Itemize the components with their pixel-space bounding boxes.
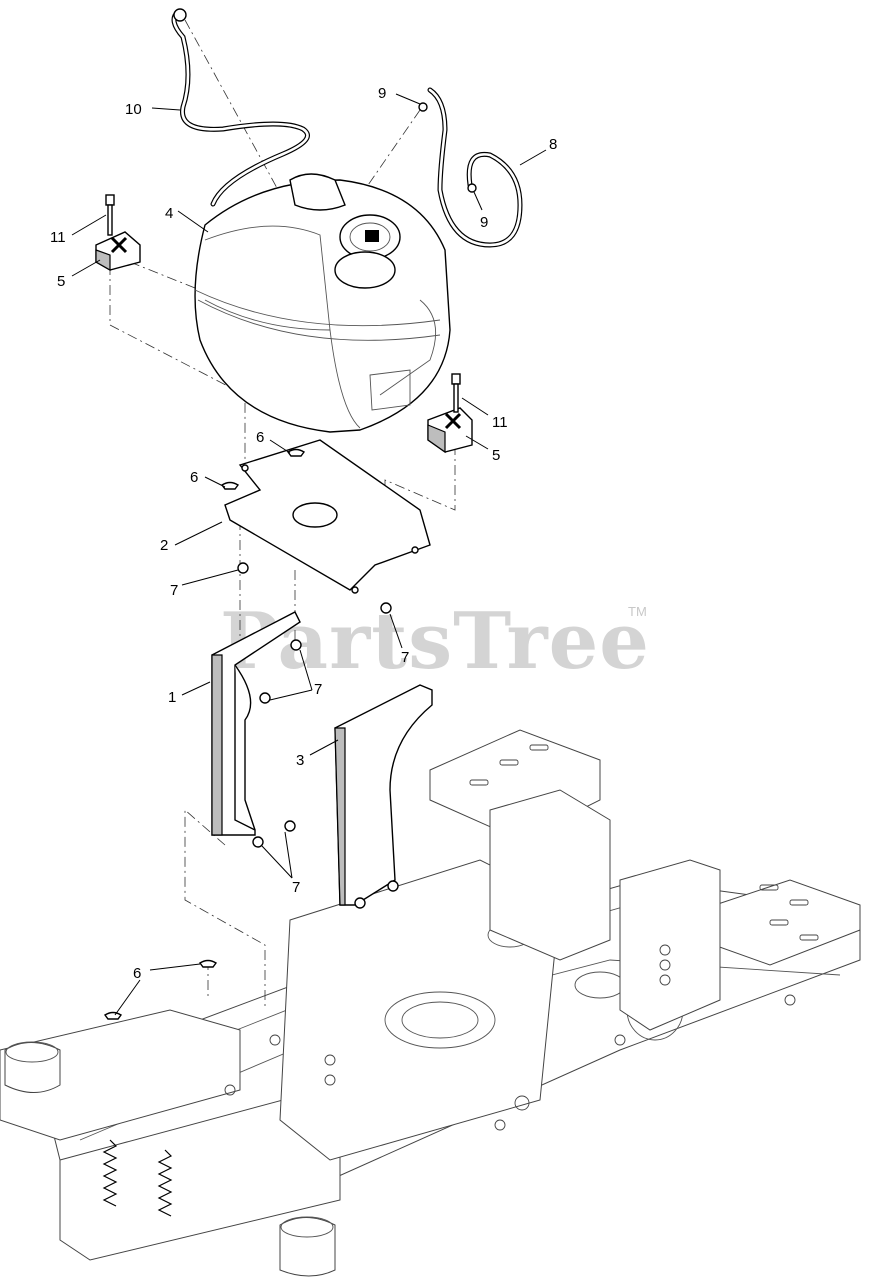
bolt-6 (103, 448, 306, 1020)
assembly-lines (109, 19, 456, 1010)
hose-10 (171, 8, 310, 207)
callout-7: 7 (292, 879, 300, 896)
callout-6: 6 (133, 965, 141, 982)
clamp-9 (418, 102, 477, 193)
bracket-5-right (427, 407, 473, 454)
callout-7: 7 (401, 649, 409, 666)
support-1 (211, 611, 301, 836)
callout-9: 9 (378, 85, 386, 102)
watermark: PartsTree TM (220, 596, 650, 687)
support-3 (334, 684, 433, 909)
callout-6: 6 (256, 429, 264, 446)
fuel-tank-4 (194, 173, 451, 433)
callout-3: 3 (296, 752, 304, 769)
callout-9: 9 (480, 214, 488, 231)
callout-4: 4 (165, 205, 173, 222)
callout-7: 7 (314, 681, 322, 698)
callout-10: 10 (125, 101, 142, 118)
callout-7: 7 (170, 582, 178, 599)
callout-11: 11 (492, 414, 508, 431)
watermark-text: PartsTree (220, 596, 650, 687)
mounting-plate-2 (224, 439, 431, 594)
chassis-frame (0, 729, 861, 1277)
bolt-11 (105, 194, 461, 413)
callout-5: 5 (57, 273, 65, 290)
bracket-5-left (95, 231, 141, 272)
callout-6: 6 (190, 469, 198, 486)
callout-11: 11 (50, 229, 66, 246)
leader-lines (71, 93, 547, 1016)
watermark-trademark: TM (628, 604, 647, 619)
hose-8 (427, 87, 523, 248)
callout-labels: 10 9 8 9 11 4 5 11 5 6 6 2 7 7 1 7 3 7 6 (50, 85, 557, 982)
callout-1: 1 (168, 689, 176, 706)
callout-5: 5 (492, 447, 500, 464)
callout-2: 2 (160, 537, 168, 554)
nut-7 (237, 562, 392, 848)
callout-8: 8 (549, 136, 557, 153)
